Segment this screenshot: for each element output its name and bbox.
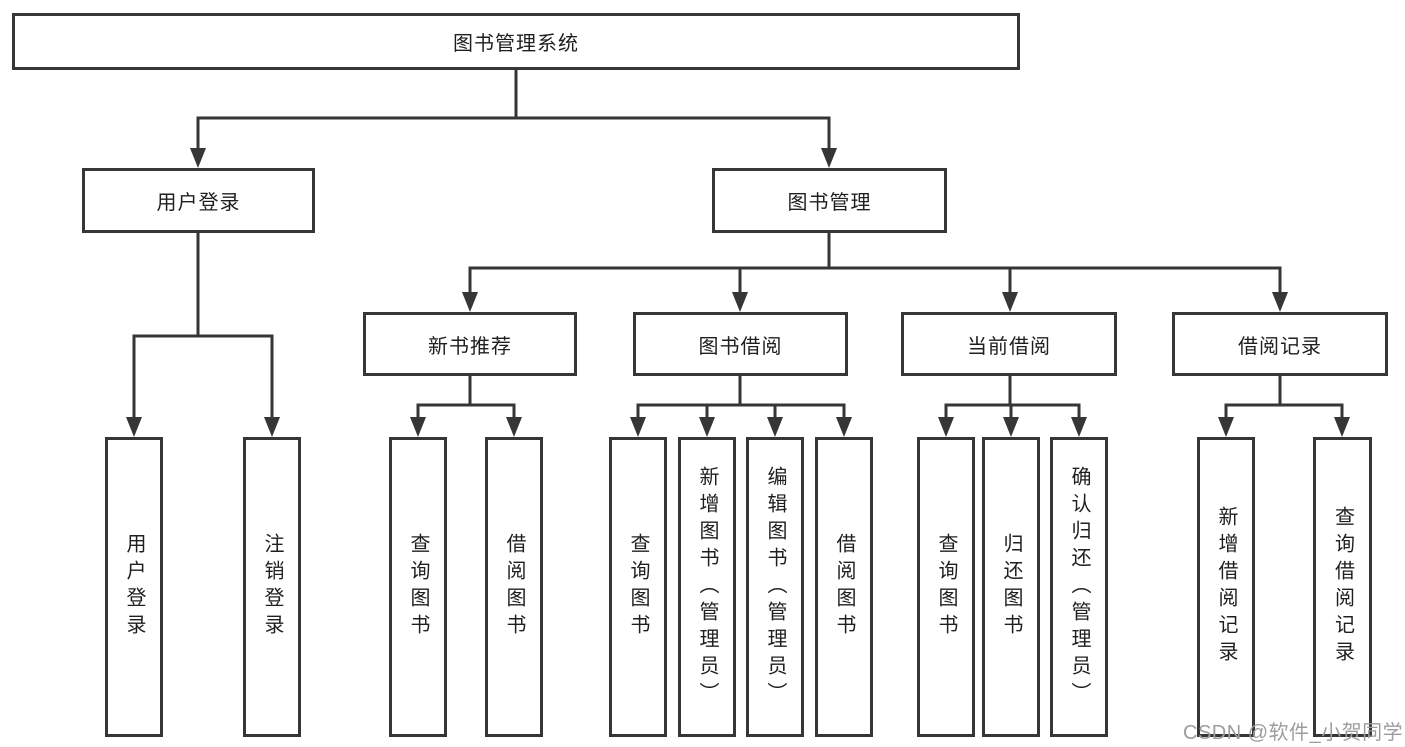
node-leaf-add-book-admin: 新增图书（管理员）: [678, 437, 736, 737]
node-leaf-query-books-borrowing: 查询图书: [609, 437, 667, 737]
leaf-label: 查询图书: [935, 533, 957, 641]
leaf-label: 新增图书（管理员）: [696, 465, 718, 709]
connector-user-login-to-leaves: [126, 231, 280, 437]
leaf-label: 确认归还（管理员）: [1068, 465, 1090, 709]
leaf-label: 借阅图书: [833, 533, 855, 641]
node-borrowing-records: 借阅记录: [1172, 312, 1388, 376]
watermark: CSDN @软件_小贺同学: [1183, 722, 1404, 744]
node-leaf-query-books-recommend: 查询图书: [389, 437, 447, 737]
leaf-label: 查询图书: [407, 533, 429, 641]
leaf-label: 注销登录: [261, 533, 283, 641]
node-leaf-confirm-return-admin: 确认归还（管理员）: [1050, 437, 1108, 737]
leaf-label: 编辑图书（管理员）: [764, 465, 786, 709]
node-new-book-recommendation: 新书推荐: [363, 312, 577, 376]
leaf-label: 查询借阅记录: [1331, 506, 1354, 668]
node-leaf-user-login: 用户登录: [105, 437, 163, 737]
connector-root-to-level2: [190, 68, 837, 168]
leaf-label: 用户登录: [123, 533, 145, 641]
node-leaf-edit-book-admin: 编辑图书（管理员）: [746, 437, 804, 737]
connector-borrowing-records-to-leaves: [1218, 374, 1350, 437]
connector-book-management-to-level3: [462, 231, 1288, 312]
node-leaf-return-books: 归还图书: [982, 437, 1040, 737]
node-leaf-query-books-current: 查询图书: [917, 437, 975, 737]
node-current-borrowing: 当前借阅: [901, 312, 1117, 376]
node-user-login: 用户登录: [82, 168, 315, 233]
connector-book-borrowing-to-leaves: [630, 374, 852, 437]
node-leaf-query-borrow-record: 查询借阅记录: [1313, 437, 1372, 737]
node-book-borrowing: 图书借阅: [633, 312, 848, 376]
leaf-label: 借阅图书: [503, 533, 525, 641]
leaf-label: 新增借阅记录: [1215, 506, 1237, 668]
node-leaf-borrow-books-recommend: 借阅图书: [485, 437, 543, 737]
connector-current-borrowing-to-leaves: [938, 374, 1087, 437]
node-book-management: 图书管理: [712, 168, 947, 233]
node-leaf-add-borrow-record: 新增借阅记录: [1197, 437, 1255, 737]
node-leaf-borrow-books-borrowing: 借阅图书: [815, 437, 873, 737]
connector-new-book-recommendation-to-leaves: [410, 374, 522, 437]
node-leaf-logout: 注销登录: [243, 437, 301, 737]
leaf-label: 归还图书: [1000, 533, 1022, 641]
leaf-label: 查询图书: [627, 533, 649, 641]
node-root-library-system: 图书管理系统: [12, 13, 1020, 70]
